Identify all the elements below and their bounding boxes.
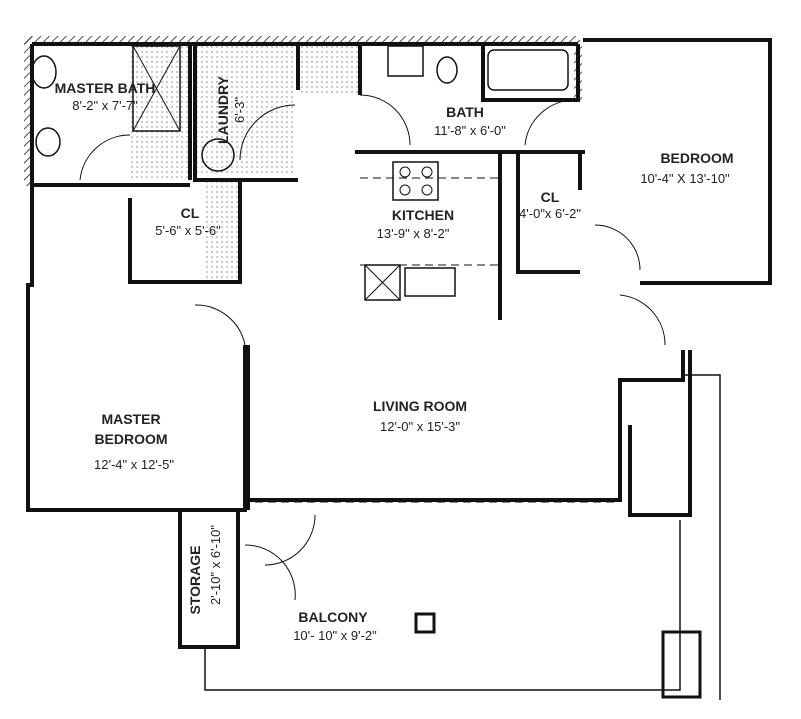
storage-label: STORAGE <box>187 546 203 615</box>
sink-icon <box>35 127 61 157</box>
master-closet-size: 5'-6" x 5'-6" <box>155 223 221 238</box>
bedroom-label: BEDROOM <box>660 150 733 166</box>
bathtub-icon <box>487 49 569 91</box>
kitchen-sink-icon <box>404 267 456 297</box>
living-room-size: 12'-0" x 15'-3" <box>380 419 460 434</box>
floor-texture <box>130 45 360 282</box>
bath-toilet-icon <box>436 56 458 84</box>
room-labels: MASTER BATH 8'-2" x 7'-7" LAUNDRY 6'-3" … <box>55 75 734 643</box>
balcony-size: 10'- 10" x 9'-2" <box>293 628 377 643</box>
shower-icon <box>132 45 181 132</box>
kitchen-size: 13'-9" x 8'-2" <box>377 226 450 241</box>
bedroom-closet-label: CL <box>541 189 560 205</box>
kitchen-label: KITCHEN <box>392 207 454 223</box>
balcony-label: BALCONY <box>298 609 368 625</box>
bath-sink-icon <box>387 45 424 77</box>
master-bedroom-size: 12'-4" x 12'-5" <box>94 457 174 472</box>
bath-size: 11'-8" x 6'-0" <box>434 123 506 138</box>
bath-label: BATH <box>446 104 484 120</box>
stove-icon <box>392 161 439 201</box>
fridge-icon <box>364 264 401 301</box>
storage-size: 2'-10" x 6'-10" <box>208 525 223 605</box>
doors <box>79 94 666 601</box>
toilet-icon <box>31 55 57 89</box>
master-closet-label: CL <box>181 205 200 221</box>
laundry-size: 6'-3" <box>232 97 247 123</box>
washer-icon <box>201 138 235 172</box>
bedroom-size: 10'-4" X 13'-10" <box>640 171 730 186</box>
master-bedroom-label-line2: BEDROOM <box>94 431 167 447</box>
walls <box>26 38 772 700</box>
master-bedroom-label: MASTER <box>101 411 160 427</box>
master-bath-size: 8'-2" x 7'-7" <box>72 98 138 113</box>
master-bath-label: MASTER BATH <box>55 80 156 96</box>
laundry-label: LAUNDRY <box>215 75 231 144</box>
fixtures <box>31 45 702 699</box>
living-room-label: LIVING ROOM <box>373 398 467 414</box>
bedroom-closet-size: 4'-0"x 6'-2" <box>519 206 581 221</box>
